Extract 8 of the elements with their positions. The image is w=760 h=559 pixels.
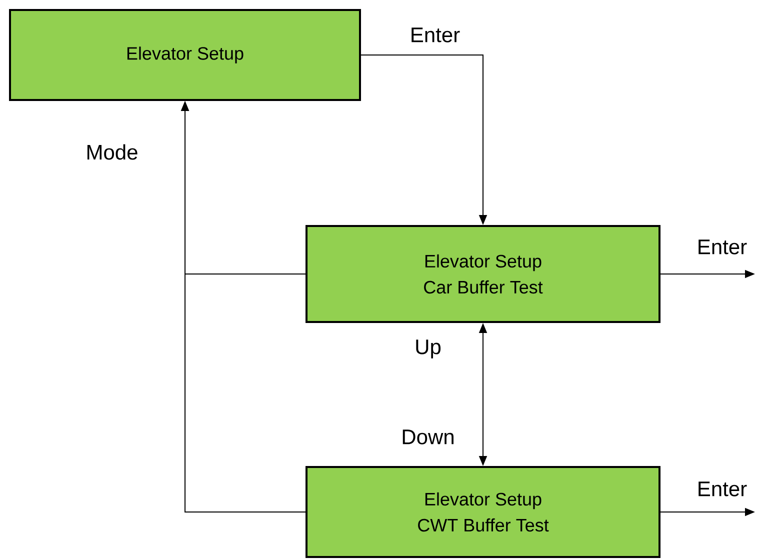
process-box: Elevator Setup (9, 9, 361, 101)
text-label: Down (402, 430, 454, 444)
edge-label: Enter (698, 482, 747, 496)
process-box: Elevator Setup Car Buffer Test (306, 225, 660, 323)
edge-label: Enter (412, 28, 460, 42)
edge-label: Mode (87, 144, 138, 160)
process-box: Elevator Setup CWT Buffer Test (306, 466, 660, 558)
edge-label: Enter (698, 240, 747, 254)
